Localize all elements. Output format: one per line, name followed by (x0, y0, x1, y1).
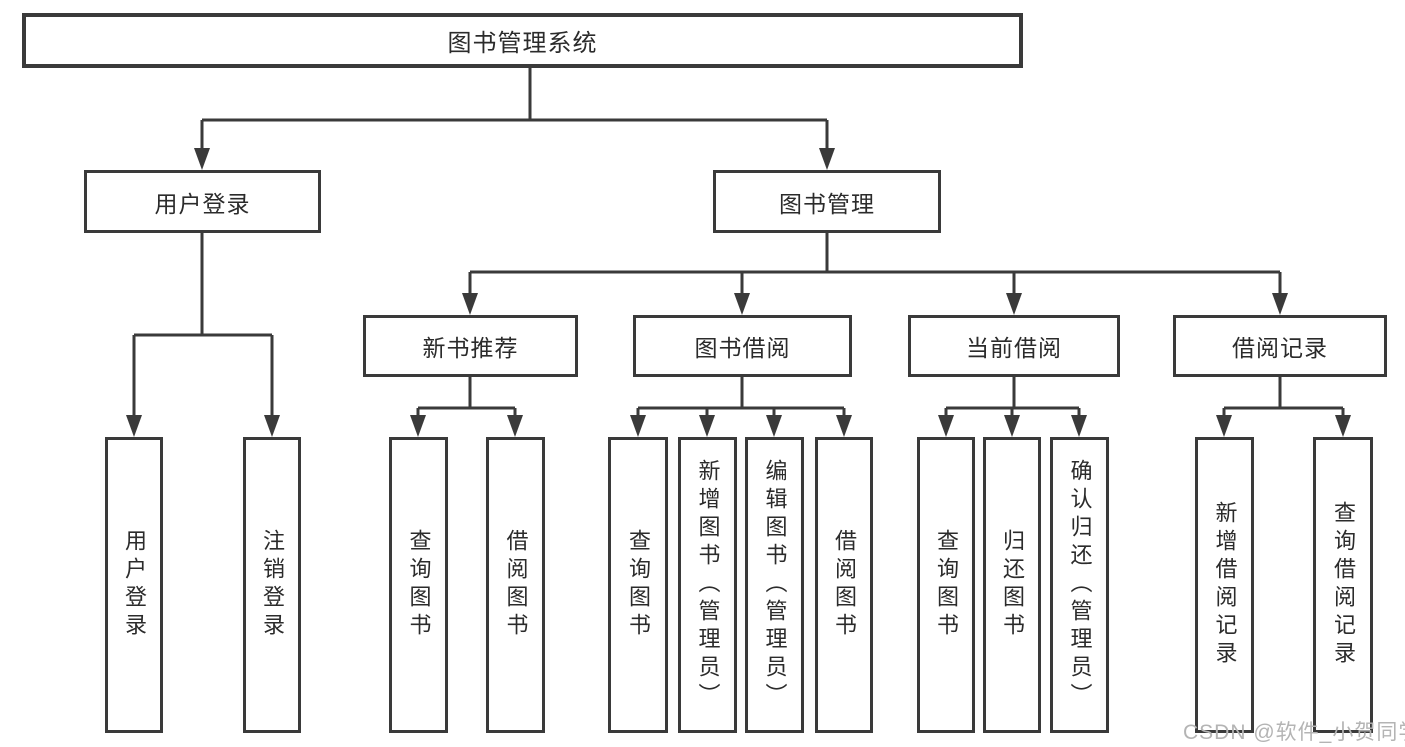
leaf-edit-book-admin: 编辑图书（管理员） (745, 437, 804, 733)
connector-book-borrow-children (636, 377, 846, 420)
node-new-book-recommend: 新书推荐 (363, 315, 578, 377)
arrowhead-leaf-user-login (126, 415, 142, 437)
connector-book-management-children (468, 233, 1282, 298)
leaf-add-book-admin: 新增图书（管理员） (678, 437, 737, 733)
connector-new-book-children (416, 377, 517, 420)
node-user-login: 用户登录 (84, 170, 321, 233)
leaf-query-books-borrow: 查询图书 (608, 437, 668, 733)
arrowhead-query-books-1 (410, 415, 426, 437)
arrowhead-edit-book (766, 415, 782, 437)
leaf-query-books-recommend: 查询图书 (389, 437, 448, 733)
leaf-user-login: 用户登录 (105, 437, 163, 733)
arrowhead-current-borrow (1006, 293, 1022, 315)
arrowhead-add-book (699, 415, 715, 437)
leaf-borrow-books-recommend: 借阅图书 (486, 437, 545, 733)
arrowhead-confirm-return (1071, 415, 1087, 437)
connector-root-to-level2 (200, 68, 829, 152)
arrowhead-book-management (819, 148, 835, 170)
leaf-borrow-books: 借阅图书 (815, 437, 873, 733)
node-borrow-records: 借阅记录 (1173, 315, 1387, 377)
arrowhead-borrow-records (1272, 293, 1288, 315)
arrowhead-query-borrow-record (1335, 415, 1351, 437)
leaf-query-borrow-record: 查询借阅记录 (1313, 437, 1373, 733)
leaf-logout: 注销登录 (243, 437, 301, 733)
node-book-management: 图书管理 (713, 170, 941, 233)
arrowhead-borrow-books-2 (836, 415, 852, 437)
arrowhead-new-book-recommend (462, 293, 478, 315)
csdn-watermark: CSDN @软件_小贺同学 (1183, 721, 1405, 744)
arrowhead-add-borrow-record (1216, 415, 1232, 437)
arrowhead-return-books (1004, 415, 1020, 437)
arrowhead-leaf-logout (264, 415, 280, 437)
connector-current-borrow-children (944, 377, 1081, 420)
node-root-library-system: 图书管理系统 (22, 13, 1023, 68)
leaf-confirm-return-admin: 确认归还（管理员） (1050, 437, 1109, 733)
connector-user-login-children (132, 233, 274, 420)
arrowhead-borrow-books-1 (507, 415, 523, 437)
connector-borrow-records-children (1222, 377, 1345, 420)
arrowhead-user-login (194, 148, 210, 170)
arrowhead-query-books-2 (630, 415, 646, 437)
leaf-return-books: 归还图书 (983, 437, 1041, 733)
node-current-borrow: 当前借阅 (908, 315, 1120, 377)
leaf-query-books-current: 查询图书 (917, 437, 975, 733)
arrowhead-query-books-3 (938, 415, 954, 437)
leaf-add-borrow-record: 新增借阅记录 (1195, 437, 1254, 733)
arrowhead-book-borrow (734, 293, 750, 315)
node-book-borrow: 图书借阅 (633, 315, 852, 377)
